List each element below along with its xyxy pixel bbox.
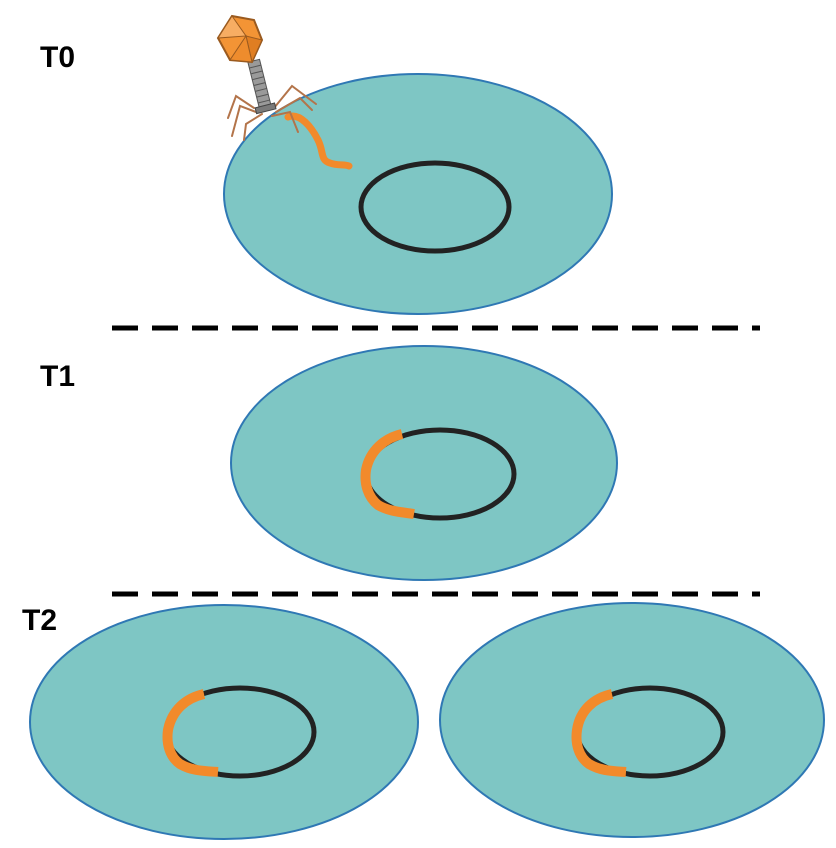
cell-t1 xyxy=(230,345,618,581)
bacterial-chromosome xyxy=(358,160,512,254)
injected-phage-dna xyxy=(284,112,353,170)
cell-t2-left xyxy=(29,604,419,840)
cell-membrane xyxy=(223,73,613,315)
integrated-prophage xyxy=(162,689,219,777)
integrated-prophage xyxy=(360,429,415,519)
integrated-prophage xyxy=(571,689,627,777)
stage-label-t1: T1 xyxy=(40,360,75,393)
cell-t0 xyxy=(223,73,613,315)
cell-membrane xyxy=(439,602,825,838)
cell-t2-right xyxy=(439,602,825,838)
bacteriophage-icon xyxy=(216,14,317,141)
cell-membrane xyxy=(230,345,618,581)
cell-membrane xyxy=(29,604,419,840)
stage-label-t0: T0 xyxy=(40,41,75,74)
stage-label-t2: T2 xyxy=(22,604,57,637)
